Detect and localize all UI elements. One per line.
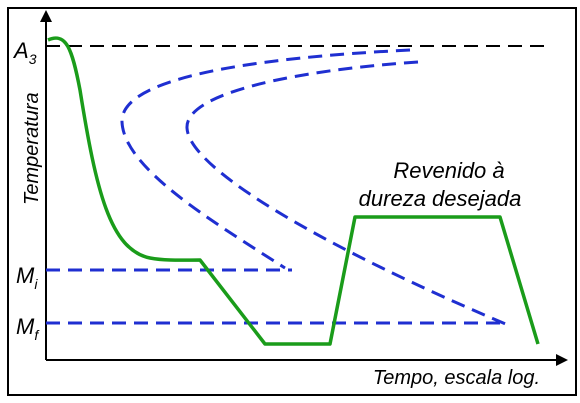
outer-frame xyxy=(7,7,577,396)
y-axis-arrow xyxy=(40,10,52,22)
transformation-end-curve xyxy=(185,60,509,327)
x-axis-label: Tempo, escala log. xyxy=(373,367,540,389)
mf-label-main: M xyxy=(16,314,35,339)
y-axis-label: Temperatura xyxy=(21,92,43,205)
annotation-line-1: Revenido à xyxy=(393,158,504,183)
annotation-line-2: dureza desejada xyxy=(359,186,522,211)
transformation-start-curve xyxy=(120,48,411,270)
mf-label-sub: f xyxy=(34,327,40,343)
mf-label: Mf xyxy=(16,314,40,343)
a3-label-main: A xyxy=(12,38,29,63)
a3-label-sub: 3 xyxy=(29,51,37,67)
mi-label: Mi xyxy=(16,263,38,292)
a3-label: A3 xyxy=(12,38,37,67)
mi-label-main: M xyxy=(16,263,35,288)
cooling-path xyxy=(47,36,540,346)
x-axis-arrow xyxy=(556,354,568,366)
mi-label-sub: i xyxy=(34,276,38,292)
